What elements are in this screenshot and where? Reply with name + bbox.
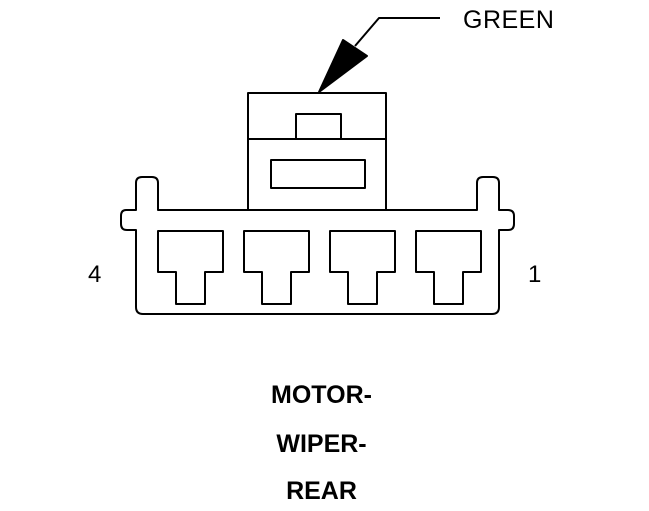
connector-body	[120, 176, 515, 315]
leader-arrowhead	[318, 39, 368, 93]
component-title-line-1: MOTOR-	[271, 381, 372, 409]
component-title-line-2: WIPER-	[276, 430, 367, 458]
leader-line	[354, 17, 440, 47]
pin-number-left: 4	[88, 261, 102, 288]
latch-tab	[295, 113, 342, 139]
wire-color-label: GREEN	[463, 6, 555, 34]
terminal-cavity	[243, 230, 310, 305]
latch-slot	[270, 159, 366, 189]
pin-number-right: 1	[528, 261, 542, 288]
terminal-cavity	[157, 230, 224, 305]
terminal-cavities	[157, 230, 482, 305]
component-title-line-3: REAR	[286, 477, 357, 505]
terminal-cavity	[415, 230, 482, 305]
latch-housing	[247, 92, 387, 211]
terminal-cavity	[329, 230, 396, 305]
